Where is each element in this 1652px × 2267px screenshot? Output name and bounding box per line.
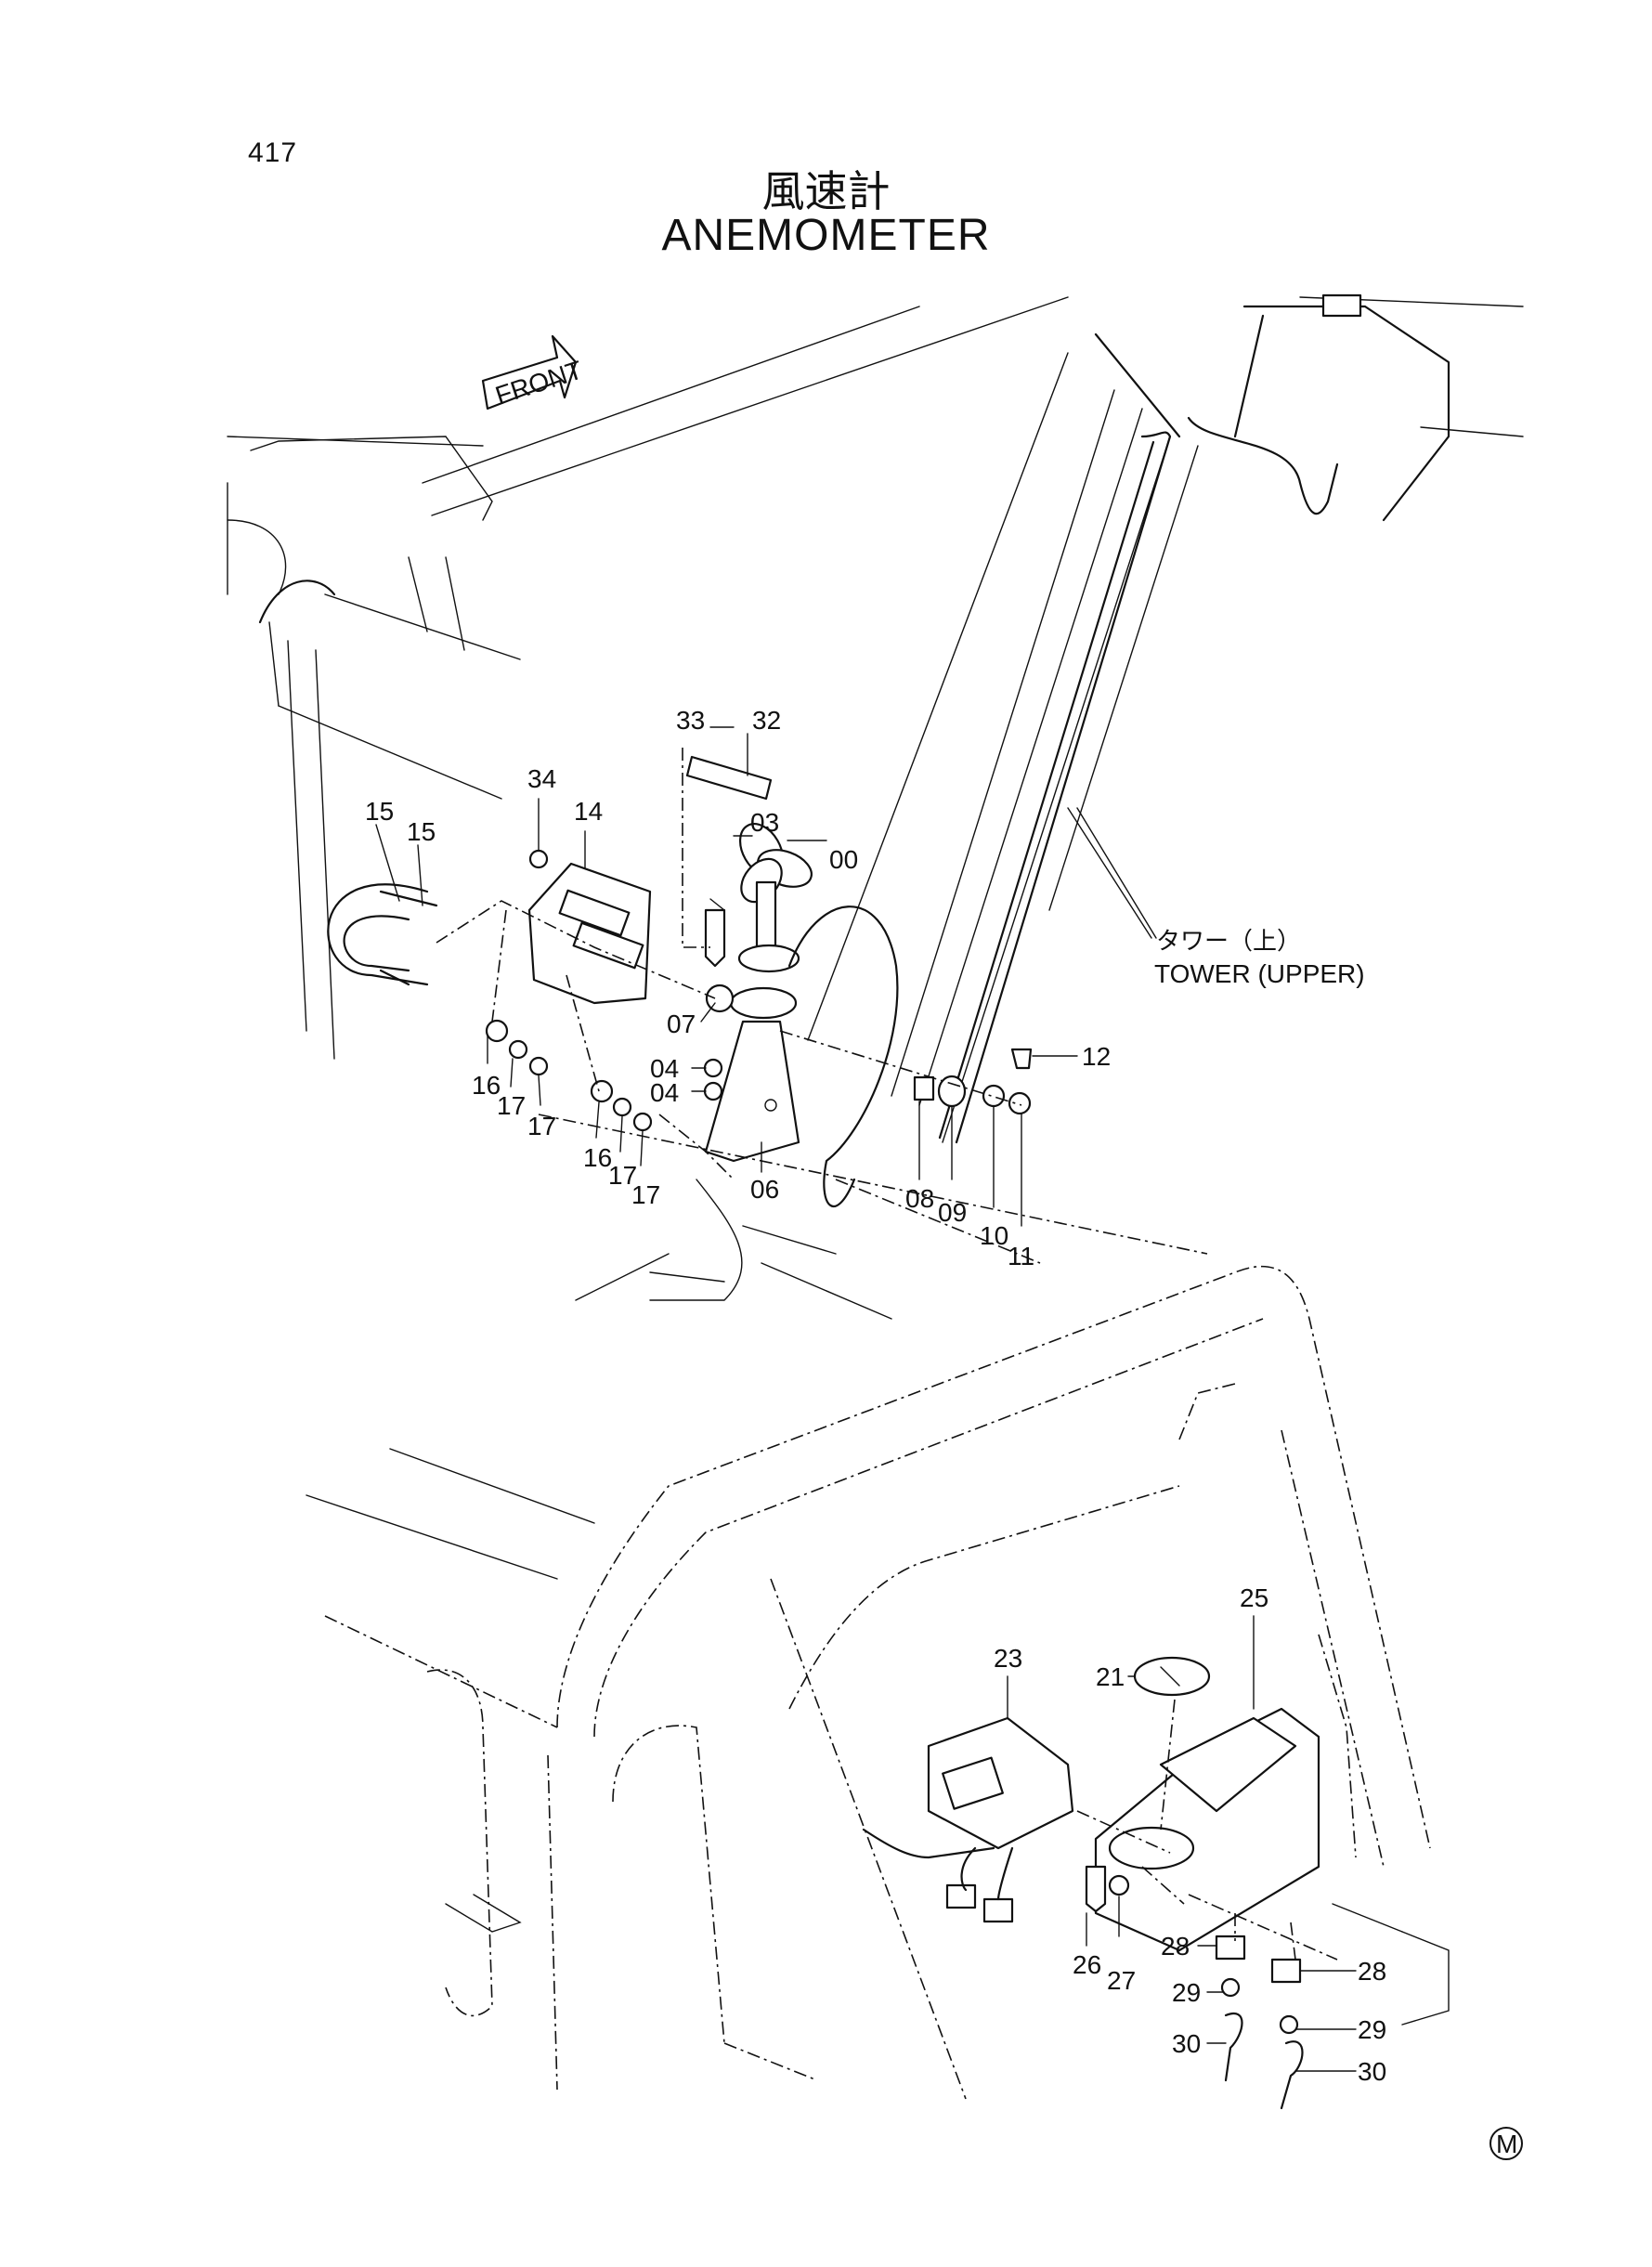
callout-29b: 29 <box>1358 2015 1386 2044</box>
display-assembly <box>862 807 1357 2110</box>
nut-04a <box>703 1058 723 1078</box>
callout-17a: 17 <box>497 1091 526 1120</box>
callout-12: 12 <box>1082 1042 1111 1071</box>
page-number: 417 <box>248 137 298 168</box>
cab-structure <box>306 1114 1450 2100</box>
clamp-28a <box>1215 1935 1246 1961</box>
display-harness <box>862 1828 995 1859</box>
sensor-assembly <box>327 726 1152 1264</box>
callout-09: 09 <box>938 1198 967 1227</box>
bracket-06 <box>704 1020 800 1163</box>
nut-17b <box>528 1056 549 1076</box>
nut-17a <box>508 1039 528 1060</box>
callout-07: 07 <box>667 1010 696 1038</box>
callout-33: 33 <box>676 706 705 735</box>
callout-14: 14 <box>574 797 603 826</box>
collar-08 <box>913 1075 935 1101</box>
screw-29b <box>1279 2014 1299 2035</box>
title-english: ANEMOMETER <box>661 211 991 260</box>
callout-03: 03 <box>750 808 779 837</box>
callout-04a: 04 <box>650 1054 679 1083</box>
callout-labels: 33 32 34 14 15 15 03 00 07 04 04 16 17 1… <box>365 706 1386 2086</box>
flange <box>729 986 798 1020</box>
nut-17c <box>612 1097 632 1117</box>
screw-26 <box>1085 1865 1107 1913</box>
callout-27: 27 <box>1107 1966 1136 1995</box>
clamp-28b <box>1270 1958 1302 1984</box>
callout-17b: 17 <box>527 1112 556 1140</box>
boom-structure-lines <box>227 293 1524 1320</box>
washer-16a <box>485 1019 509 1043</box>
callout-06: 06 <box>750 1175 779 1204</box>
nut-11 <box>1008 1091 1032 1115</box>
callout-30b: 30 <box>1358 2057 1386 2086</box>
screw-29a <box>1220 1977 1241 1998</box>
washer-16b <box>590 1079 614 1103</box>
tie-30b <box>1280 2040 1304 2110</box>
callout-28b: 28 <box>1358 1957 1386 1986</box>
callout-30a: 30 <box>1172 2029 1201 2058</box>
callout-10: 10 <box>980 1221 1008 1250</box>
callout-08: 08 <box>905 1184 934 1213</box>
callout-15a: 15 <box>365 797 394 826</box>
callout-00: 00 <box>829 845 858 874</box>
nut-17d <box>632 1112 653 1132</box>
callout-04b: 04 <box>650 1078 679 1107</box>
nut-10 <box>982 1084 1006 1108</box>
connector-b <box>982 1897 1014 1923</box>
callout-17d: 17 <box>631 1180 660 1209</box>
pin-12 <box>1010 1048 1033 1070</box>
washer-34 <box>528 849 549 869</box>
nut-04b <box>703 1081 723 1101</box>
callout-32: 32 <box>752 706 781 735</box>
circled-m-icon: M <box>1489 2127 1523 2160</box>
connector-a <box>945 1883 977 1909</box>
callout-15b: 15 <box>407 817 436 846</box>
callout-34: 34 <box>527 764 556 793</box>
callout-25: 25 <box>1240 1583 1268 1612</box>
washer-07 <box>705 984 735 1013</box>
callout-23: 23 <box>994 1644 1022 1673</box>
callout-29a: 29 <box>1172 1978 1201 2007</box>
sensor-cable <box>787 905 899 1208</box>
u-bolt-15a <box>327 883 429 986</box>
callout-17c: 17 <box>608 1161 637 1190</box>
pin-32 <box>685 755 773 801</box>
washer-09 <box>937 1075 967 1108</box>
tie-30a <box>1224 2012 1243 2082</box>
callout-11: 11 <box>1008 1242 1034 1270</box>
cover-21 <box>1133 1656 1211 1697</box>
mark-letter: M <box>1496 2130 1517 2158</box>
housing-cap <box>1321 293 1362 318</box>
tower-label-jp: タワー（上） <box>1156 928 1301 956</box>
callout-16a: 16 <box>472 1071 501 1100</box>
callout-21: 21 <box>1096 1662 1125 1691</box>
title-japanese: 風速計 <box>761 166 891 216</box>
washer-27 <box>1108 1874 1130 1896</box>
callout-28a: 28 <box>1161 1932 1190 1961</box>
propeller-00 <box>737 823 813 973</box>
callout-26: 26 <box>1073 1950 1101 1979</box>
bolt-03 <box>704 908 726 968</box>
front-arrow-icon: FRONT <box>481 334 586 410</box>
tower-label-en: TOWER (UPPER) <box>1154 959 1365 988</box>
callout-16b: 16 <box>583 1143 612 1172</box>
